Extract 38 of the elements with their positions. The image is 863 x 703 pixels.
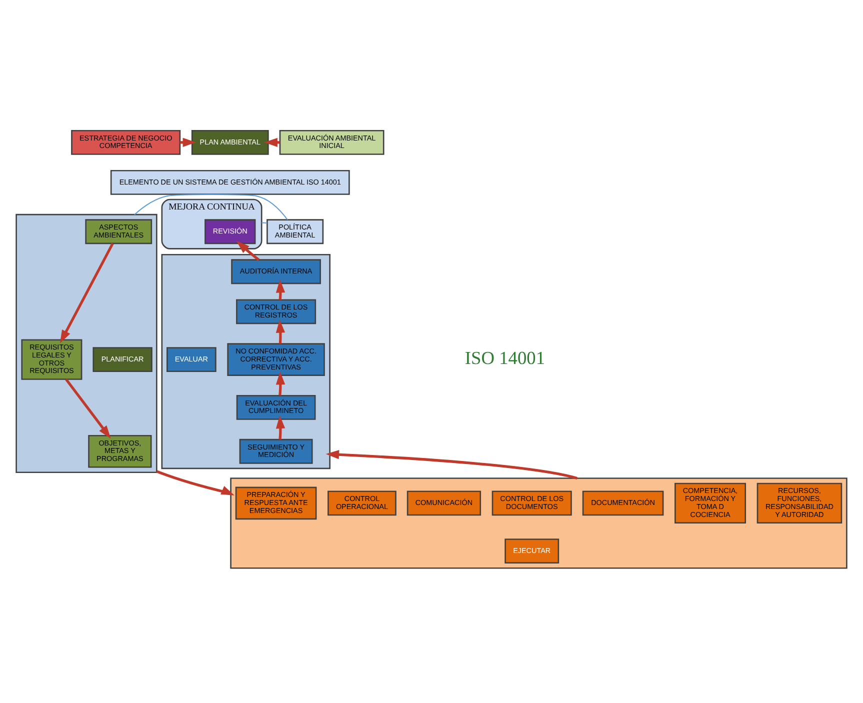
node-box: SEGUIMIENTO Y MEDICIÓN	[239, 438, 313, 464]
arrow	[60, 242, 114, 343]
arrow	[65, 378, 111, 438]
arrow	[276, 414, 286, 440]
node-box: AUDITORÍA INTERNA	[231, 258, 321, 284]
node-box: EVALUACIÓN AMBIENTAL INICIAL	[279, 129, 384, 154]
node-box: ESTRATEGIA DE NEGOCIO COMPETENCIA	[71, 129, 181, 154]
node-box: POLÍTICA AMBIENTAL	[266, 218, 324, 244]
node-box: EJECUTAR	[504, 538, 560, 564]
node-box: CONTROL DE LOS REGISTROS	[236, 298, 316, 324]
arrow	[276, 319, 286, 344]
cluster	[16, 213, 158, 473]
arrow	[326, 449, 578, 480]
cluster	[161, 253, 330, 469]
node-box: CONTROL DE LOS DOCUMENTOS	[492, 490, 572, 516]
cluster	[230, 477, 848, 568]
node-box: CONTROL OPERACIONAL	[328, 490, 396, 516]
label: ISO 14001	[464, 348, 546, 368]
arrow	[236, 240, 260, 260]
node-box: PLANIFICAR	[92, 346, 152, 372]
node-box: PLAN AMBIENTAL	[191, 129, 269, 154]
node-box: ELEMENTO DE UN SISTEMA DE GESTIÓN AMBIENTAL ISO 14001	[110, 169, 350, 194]
node-box: ASPECTOS AMBIENTALES	[85, 218, 152, 244]
node-box: COMUNICACIÓN	[406, 490, 482, 516]
connector	[261, 222, 268, 223]
node-box: PREPARACIÓN Y RESPUESTA ANTE EMERGENCIAS	[235, 486, 317, 520]
connector	[134, 193, 288, 220]
node-box: OBJETIVOS, METAS Y PROGRAMAS	[88, 434, 152, 468]
node-box: DOCUMENTACIÓN	[582, 490, 664, 516]
node-box: EVALUAR	[166, 346, 216, 372]
node-box: RECURSOS, FUNCIONES, RESPONSABILIDAD Y AUTORIDAD	[756, 482, 842, 524]
node-box: EVALUACIÓN DEL CUMPLIMINETO	[236, 394, 316, 420]
node-box: COMPETENCIA, FORMACIÓN Y TOMA D COCIENCIA	[674, 482, 746, 524]
node-box: REQUISITOS LEGALES Y OTROS REQUISITOS	[21, 338, 82, 380]
arrow	[156, 470, 234, 495]
node-box: REVISIÓN	[204, 218, 256, 244]
node-box: NO CONFOMIDAD ACC. CORRECTIVA Y ACC. PREVENTIVAS	[227, 342, 325, 376]
arrow	[276, 370, 286, 395]
